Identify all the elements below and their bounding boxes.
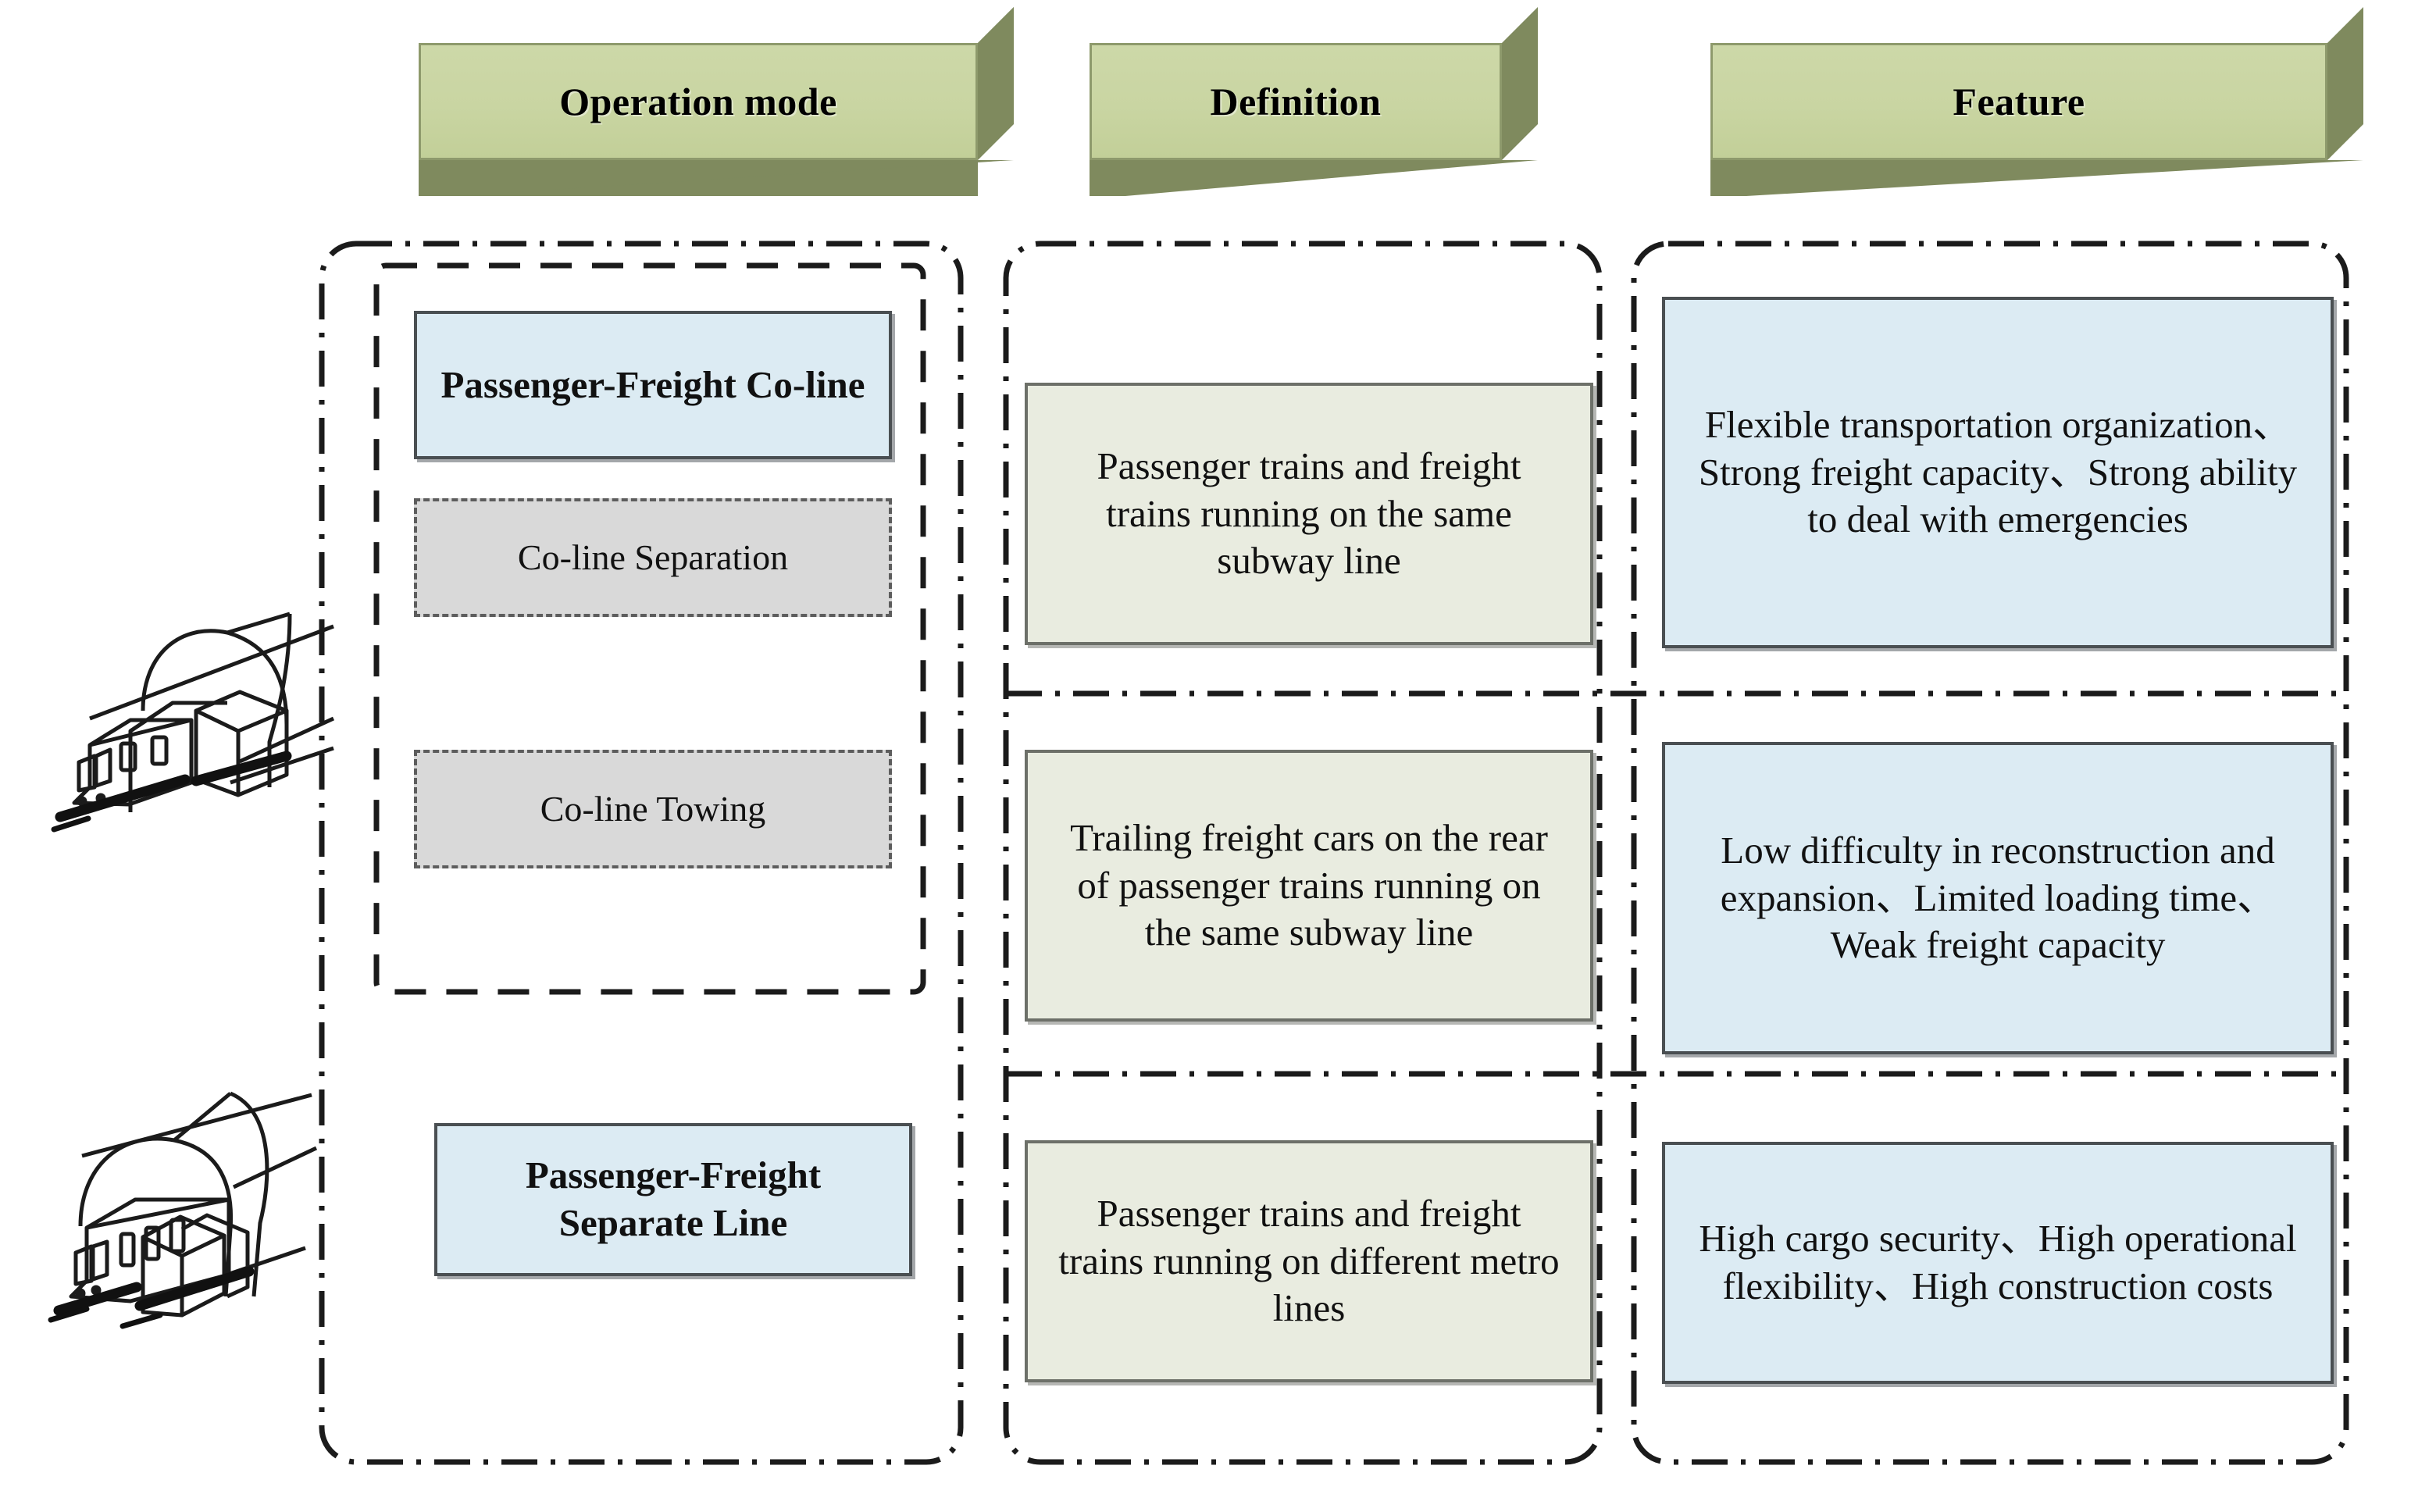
feature-box-1[interactable]: Flexible transportation organization、Str… [1662,297,2334,648]
feature-box-2[interactable]: Low difficulty in reconstruction and exp… [1662,742,2334,1054]
definition-box-1[interactable]: Passenger trains and freight trains runn… [1025,383,1593,645]
operation-mode-box-co-line[interactable]: Passenger-Freight Co-line [414,311,892,459]
definition-box-3[interactable]: Passenger trains and freight trains runn… [1025,1140,1593,1382]
operation-mode-label-co-line-separation: Co-line Separation [517,537,789,578]
header-label-definition: Definition [1090,43,1502,160]
train-tunnel-icon-bottom [48,1091,318,1329]
feature-text-1: Flexible transportation organization、Str… [1698,402,2298,541]
definition-box-2[interactable]: Trailing freight cars on the rear of pas… [1025,750,1593,1022]
operation-mode-box-co-line-towing[interactable]: Co-line Towing [414,750,892,868]
operation-mode-label-co-line-towing: Co-line Towing [540,789,766,829]
feature-text-3: High cargo security、High operational fle… [1699,1217,2297,1307]
header-operation-mode: Operation mode [419,7,1014,196]
operation-mode-label-co-line: Passenger-Freight Co-line [440,362,865,406]
header-label-feature: Feature [1710,43,2327,160]
header-definition: Definition [1090,7,1538,196]
operation-mode-box-separate-line[interactable]: Passenger-Freight Separate Line [434,1123,912,1276]
definition-text-1: Passenger trains and freight trains runn… [1097,444,1521,583]
train-tunnel-icon-top [51,612,335,833]
operation-mode-box-co-line-separation[interactable]: Co-line Separation [414,498,892,617]
definition-text-2: Trailing freight cars on the rear of pas… [1070,815,1548,954]
feature-box-3[interactable]: High cargo security、High operational fle… [1662,1142,2334,1384]
operation-mode-label-separate-line: Passenger-Freight Separate Line [525,1154,822,1244]
feature-text-2: Low difficulty in reconstruction and exp… [1720,828,2276,967]
header-feature: Feature [1710,7,2363,196]
definition-text-3: Passenger trains and freight trains runn… [1058,1191,1560,1330]
header-label-operation-mode: Operation mode [419,43,978,160]
